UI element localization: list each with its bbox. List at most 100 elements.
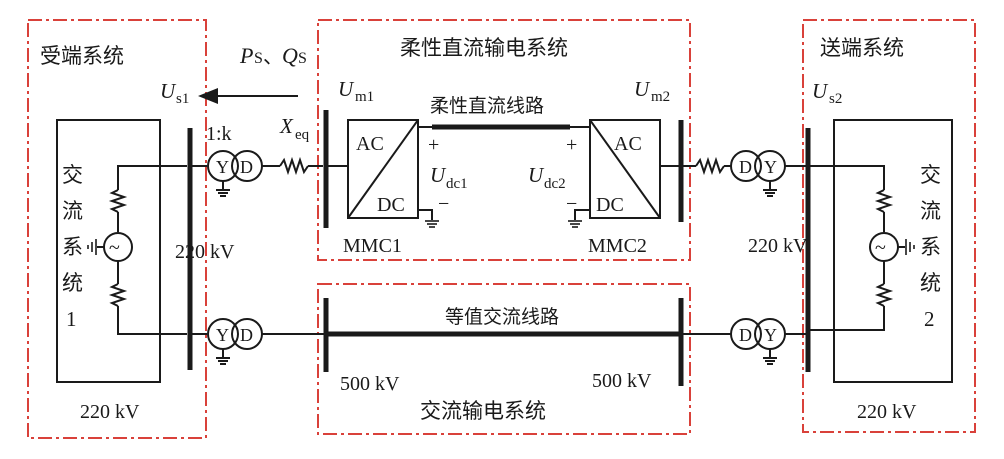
- udc1-main: U: [430, 163, 447, 187]
- right-upper-transformer-icon: D Y: [730, 150, 786, 197]
- ac-system-2-char: 交: [920, 163, 941, 187]
- ac-transmission-title: 交流输电系统: [420, 399, 546, 423]
- us2-sub: s2: [829, 91, 842, 107]
- left-lower-feeder: [117, 306, 187, 335]
- left-source-symbol: ~: [109, 237, 120, 259]
- receiving-system-region: [27, 19, 207, 439]
- ac-system-1-char: 统: [62, 271, 83, 295]
- left-220kv-label: 220 kV: [175, 241, 235, 263]
- mmc1-dc-label: DC: [377, 194, 405, 216]
- mmc2-name: MMC2: [588, 235, 647, 257]
- tx-y: Y: [764, 325, 777, 345]
- mmc1-converter: AC DC: [347, 119, 419, 219]
- power-p-sub: S: [254, 50, 263, 67]
- right-upper-resistor: [874, 189, 894, 213]
- ac-transmission-region: [317, 283, 691, 435]
- xeq-inductor: [279, 156, 309, 176]
- ac-system-1-voltage: 220 kV: [80, 401, 140, 423]
- left-500kv-label: 500 kV: [340, 373, 400, 395]
- tx-y: Y: [216, 157, 229, 177]
- ac-system-2-char: 系: [920, 235, 941, 259]
- um2-label: U m2: [634, 77, 670, 105]
- vsc-system-title: 柔性直流输电系统: [400, 36, 568, 60]
- sending-system-region: [802, 19, 976, 433]
- mmc2-converter: AC DC: [589, 119, 661, 219]
- right-lower-resistor: [874, 283, 894, 307]
- right-inductor: [695, 156, 725, 176]
- udc1-plus: +: [428, 134, 439, 156]
- ac-system-1-char: 系: [62, 235, 83, 259]
- ac-system-2-char: 2: [924, 307, 935, 331]
- udc2-minus: −: [566, 193, 577, 215]
- power-q: Q: [282, 43, 298, 68]
- tx-d: D: [739, 325, 752, 345]
- right-lower-feeder: [808, 306, 885, 331]
- left-upper-resistor: [108, 189, 128, 213]
- right-lower-transformer-icon: D Y: [730, 318, 786, 365]
- ac-line-label: 等值交流线路: [445, 306, 559, 328]
- sending-system-title: 送端系统: [820, 36, 904, 60]
- mmc2-dc-label: DC: [596, 194, 624, 216]
- tx-y: Y: [216, 325, 229, 345]
- udc2-main: U: [528, 163, 545, 187]
- left-source-ground-icon: [87, 239, 97, 255]
- ac-system-1-box: [56, 119, 161, 383]
- right-500kv-label: 500 kV: [592, 370, 652, 392]
- mmc2-ac-label: AC: [614, 133, 642, 155]
- mmc2-dc-ground-wire: [574, 209, 590, 220]
- um1-sub: m1: [355, 89, 374, 105]
- mmc1-dc-ground-wire: [418, 209, 433, 220]
- mmc1-name: MMC1: [343, 235, 402, 257]
- power-q-sub: S: [298, 50, 307, 67]
- left-upper-feeder: [117, 165, 187, 190]
- dc-line-label: 柔性直流线路: [430, 95, 544, 117]
- right-220kv-label: 220 kV: [748, 235, 808, 257]
- um2-sub: m2: [651, 89, 670, 105]
- vsc-hvdc-region: [317, 19, 691, 261]
- power-p: P: [239, 43, 253, 68]
- ac-system-1-char: 交: [62, 163, 83, 187]
- tx-d: D: [240, 325, 253, 345]
- power-flow-arrow-icon: [198, 88, 298, 104]
- right-upper-feeder: [808, 165, 885, 190]
- xeq-sub: eq: [295, 127, 310, 143]
- transformer-ratio: 1:k: [206, 123, 232, 145]
- ac-system-1-char: 流: [62, 199, 83, 223]
- left-lower-transformer-icon: Y D: [207, 318, 263, 365]
- tx-y: Y: [764, 157, 777, 177]
- um2-main: U: [634, 77, 651, 101]
- udc1-label: U dc1: [430, 163, 468, 192]
- um1-main: U: [338, 77, 355, 101]
- us1-main: U: [160, 79, 177, 103]
- ac-system-2-char: 统: [920, 271, 941, 295]
- mmc1-ground-icon: [425, 220, 439, 228]
- udc1-minus: −: [438, 193, 449, 215]
- mmc2-ground-icon: [568, 220, 582, 228]
- xeq-main: X: [279, 114, 294, 138]
- um1-label: U m1: [338, 77, 374, 105]
- ac-system-2-voltage: 220 kV: [857, 401, 917, 423]
- left-upper-transformer-icon: Y D: [207, 150, 263, 197]
- us1-sub: s1: [176, 91, 189, 107]
- mmc1-ac-label: AC: [356, 133, 384, 155]
- ac-system-1-label: 交 流 系 统 1: [62, 163, 83, 331]
- us2-main: U: [812, 79, 829, 103]
- udc1-sub: dc1: [446, 176, 468, 192]
- us1-label: U s1: [160, 79, 189, 107]
- udc2-plus: +: [566, 134, 577, 156]
- left-lower-resistor: [108, 283, 128, 307]
- udc2-sub: dc2: [544, 176, 566, 192]
- tx-d: D: [240, 157, 253, 177]
- right-source-symbol: ~: [875, 237, 886, 259]
- power-separator: 、: [263, 44, 283, 68]
- us2-label: U s2: [812, 79, 842, 107]
- ac-system-2-box: [833, 119, 953, 383]
- xeq-label: X eq: [279, 114, 310, 143]
- ac-system-2-char: 流: [920, 199, 941, 223]
- power-flow-label: P S 、 Q S: [239, 43, 307, 68]
- receiving-system-title: 受端系统: [40, 44, 124, 68]
- tx-d: D: [739, 157, 752, 177]
- ac-system-2-label: 交 流 系 统 2: [920, 163, 941, 331]
- right-source-ground-icon: [905, 239, 915, 255]
